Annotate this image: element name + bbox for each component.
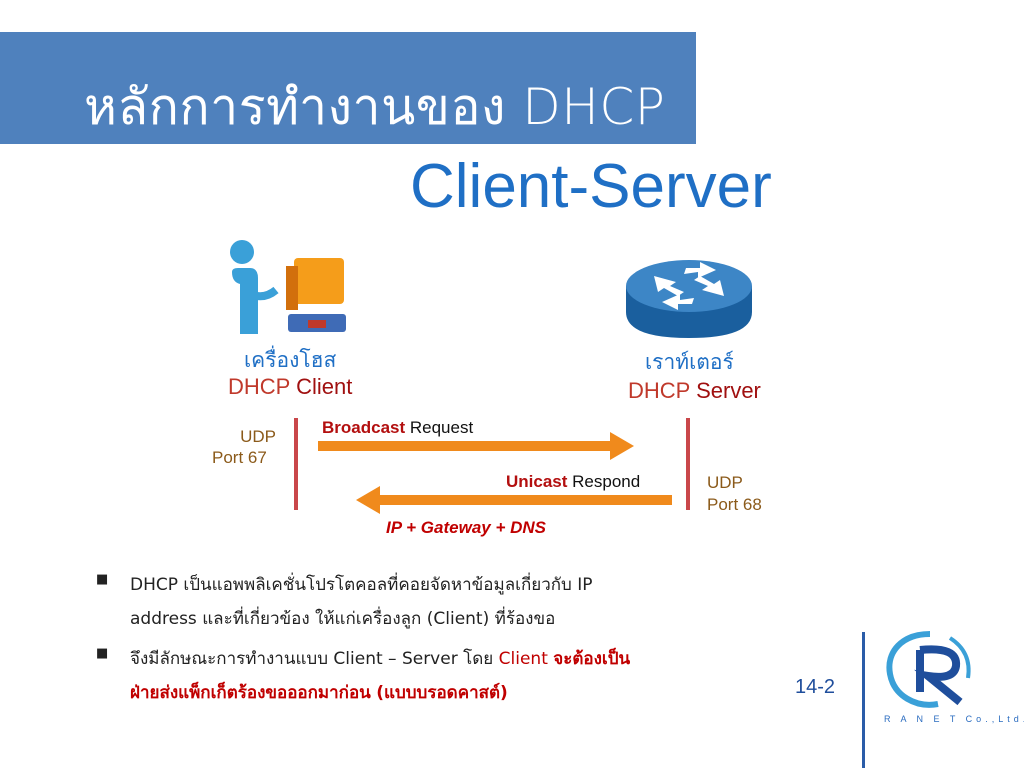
page-number: 14-2 — [795, 676, 836, 698]
payload-label: IP + Gateway + DNS — [386, 518, 546, 537]
logo-divider — [862, 632, 865, 768]
logo-caption: R A N E T Co.,Ltd. — [884, 714, 1024, 724]
square-bullet-icon: ■ — [96, 572, 109, 587]
bullet-1-line-2: address และที่เกี่ยวข้อง ให้แก่เครื่องลู… — [130, 609, 556, 629]
bullet-2-line-2-bold: ฝ่ายส่งแพ็กเก็ตร้องขอออกมาก่อน — [130, 683, 371, 703]
router-icon — [626, 260, 752, 338]
client-role: DHCP Client — [228, 374, 352, 400]
request-label: Broadcast Request — [322, 418, 473, 438]
client-port: Port 67 — [212, 448, 267, 467]
slide-subtitle: Client-Server — [410, 152, 772, 221]
client-role-label: Client — [296, 374, 353, 399]
computer-user-icon — [230, 240, 346, 334]
bullet-2-client: Client — [498, 649, 548, 669]
server-udp-label: UDP — [707, 473, 743, 492]
bullet-list: ■ DHCP เป็นแอพพลิเคชั่นโปรโตคอลที่คอยจัด… — [96, 568, 776, 716]
square-bullet-icon: ■ — [96, 646, 109, 661]
server-role-label: Server — [696, 378, 761, 403]
bullet-2-line-2-paren: (แบบบรอดคาสต์) — [376, 683, 508, 703]
client-udp-label: UDP — [240, 427, 276, 446]
respond-label: Unicast Respond — [506, 472, 640, 492]
bullet-2-line-2: ฝ่ายส่งแพ็กเก็ตร้องขอออกมาก่อน (แบบบรอดค… — [130, 676, 630, 710]
server-lifeline — [686, 418, 690, 510]
server-name: เราท์เตอร์ — [645, 350, 734, 374]
client-lifeline — [294, 418, 298, 510]
bullet-item: ■ จึงมีลักษณะการทำงานแบบ Client – Server… — [96, 642, 776, 710]
bullet-item: ■ DHCP เป็นแอพพลิเคชั่นโปรโตคอลที่คอยจัด… — [96, 568, 776, 636]
slide-title: หลักการทำงานของ DHCP — [84, 78, 666, 136]
respond-label-strong: Unicast — [506, 472, 568, 491]
bullet-2-text: จึงมีลักษณะการทำงานแบบ Client – Server โ… — [130, 649, 494, 669]
bullet-1-line-1: DHCP เป็นแอพพลิเคชั่นโปรโตคอลที่คอยจัดหา… — [130, 575, 593, 595]
ranet-logo-icon — [886, 631, 971, 708]
request-arrow — [318, 432, 634, 460]
title-band — [0, 32, 696, 144]
client-name: เครื่องโฮส — [244, 348, 337, 372]
client-udp: UDP — [230, 426, 276, 447]
server-role-prefix: DHCP — [628, 378, 690, 403]
respond-arrow — [356, 486, 672, 514]
respond-label-rest: Respond — [572, 472, 641, 491]
server-port: Port 68 — [707, 495, 762, 514]
client-role-prefix: DHCP — [228, 374, 290, 399]
request-label-strong: Broadcast — [322, 418, 406, 437]
request-label-rest: Request — [409, 418, 474, 437]
bullet-2-line-1: จึงมีลักษณะการทำงานแบบ Client – Server โ… — [130, 642, 630, 676]
server-role: DHCP Server — [628, 378, 761, 404]
bullet-2-emphasis: จะต้องเป็น — [553, 649, 631, 669]
